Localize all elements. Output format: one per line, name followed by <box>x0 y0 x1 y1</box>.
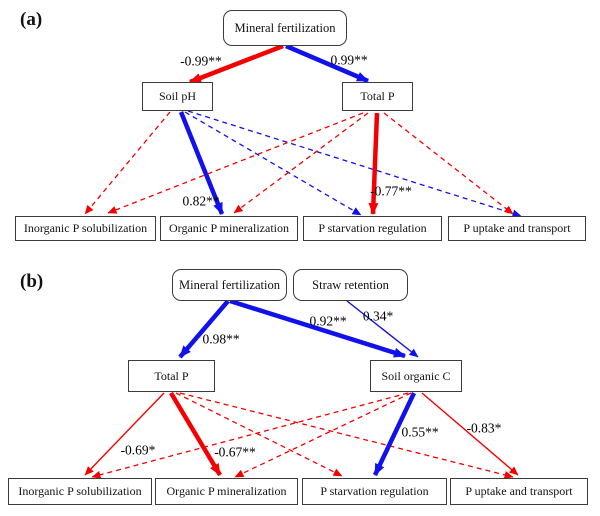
arrow-b-mf-totalp <box>178 299 230 359</box>
arrow-b-totalp-uptake <box>179 392 514 479</box>
arrow-b-totalp-inorganicp <box>84 392 165 476</box>
node-b-organic-p-mineralization: Organic P mineralization <box>155 478 298 505</box>
node-a-p-starvation-regulation: P starvation regulation <box>303 216 442 241</box>
coef-b-straw-soc: 0.34* <box>362 308 394 324</box>
coef-a-totalp-starvation: -0.77** <box>370 183 412 199</box>
node-b-soil-organic-c: Soil organic C <box>370 360 462 392</box>
arrow-a-soilph-inorganicp <box>84 111 171 215</box>
arrow-a-soilph-uptake <box>187 110 522 218</box>
coef-b-soc-starvation: 0.55** <box>401 424 439 440</box>
node-a-p-uptake-and-transport: P uptake and transport <box>448 216 586 241</box>
coef-a-soilph-organicp: 0.82** <box>182 193 220 209</box>
arrow-a-totalp-inorganicp <box>107 112 364 214</box>
arrow-a-totalp-organicp <box>233 112 369 214</box>
node-b-total-p: Total P <box>128 360 215 392</box>
node-b-mineral-fertilization: Mineral fertilization <box>172 269 287 301</box>
arrow-b-soc-organicp <box>234 392 412 478</box>
node-b-p-uptake-and-transport: P uptake and transport <box>450 478 588 505</box>
arrow-a-mf-totalp <box>285 43 369 84</box>
node-a-inorganic-p-solubilization: Inorganic P solubilization <box>15 216 156 241</box>
arrow-b-mf-soc <box>229 298 406 359</box>
node-a-soil-ph: Soil pH <box>142 82 213 111</box>
arrow-a-soilph-organicp <box>178 111 225 215</box>
arrow-b-totalp-starvation <box>175 392 343 477</box>
panel-b-label: (b) <box>20 271 44 292</box>
arrow-a-totalp-starvation <box>368 112 380 215</box>
arrow-b-soc-inorganicp <box>91 392 409 479</box>
coef-b-soc-uptake: -0.83* <box>466 420 502 436</box>
coef-a-mf-soilph: -0.99** <box>180 53 222 69</box>
node-b-straw-retention: Straw retention <box>293 269 408 301</box>
coef-b-totalp-organicp: -0.67** <box>214 444 256 460</box>
arrow-b-straw-soc <box>346 300 419 358</box>
node-a-organic-p-mineralization: Organic P mineralization <box>160 216 298 241</box>
node-a-total-p: Total P <box>342 82 413 111</box>
arrow-b-totalp-organicp <box>169 391 222 477</box>
node-b-p-starvation-regulation: P starvation regulation <box>302 478 447 505</box>
arrow-b-soc-uptake <box>421 392 519 476</box>
arrow-a-soilph-starvation <box>184 111 362 216</box>
node-b-inorganic-p-solubilization: Inorganic P solubilization <box>8 478 152 505</box>
arrow-a-totalp-uptake <box>383 112 514 215</box>
arrow-b-soc-starvation <box>372 392 417 476</box>
coef-b-totalp-inorganicp: -0.69* <box>120 442 156 458</box>
coef-b-mf-totalp: 0.98** <box>202 331 240 347</box>
coef-b-mf-soc: 0.92** <box>309 313 347 329</box>
arrow-a-mf-soilph <box>189 43 284 85</box>
panel-a-label: (a) <box>20 9 43 30</box>
coef-a-mf-totalp: 0.99** <box>330 52 368 68</box>
node-a-mineral-fertilization: Mineral fertilization <box>223 10 347 46</box>
